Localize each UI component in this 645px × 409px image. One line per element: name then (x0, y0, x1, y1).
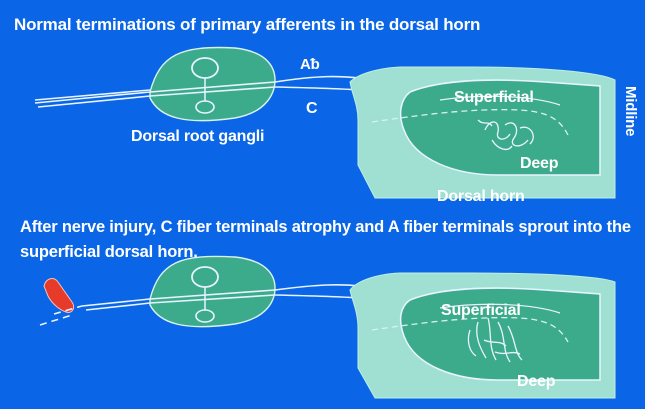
label-deep-bottom: Deep (517, 373, 555, 391)
label-superficial-bottom: Superficial (441, 302, 521, 320)
label-dorsal-root-ganglia: Dorsal root gangli (131, 128, 264, 146)
caption-after-injury: After nerve injury, C fiber terminals at… (20, 215, 635, 265)
label-superficial-top: Superficial (454, 89, 534, 107)
label-deep-top: Deep (520, 155, 558, 173)
dorsal-root-ganglion-injured (150, 256, 275, 326)
label-dorsal-horn: Dorsal horn (437, 188, 525, 206)
injury-mark (44, 279, 74, 313)
label-midline: Midline (622, 86, 639, 136)
title-normal-terminations: Normal terminations of primary afferents… (14, 15, 480, 35)
label-c-fiber: C (306, 100, 317, 118)
label-a-beta-fiber: Aᵬ (300, 56, 320, 73)
dorsal-root-ganglion (150, 48, 275, 121)
normal-panel (35, 48, 615, 198)
peripheral-nerve-fibers (35, 90, 150, 107)
